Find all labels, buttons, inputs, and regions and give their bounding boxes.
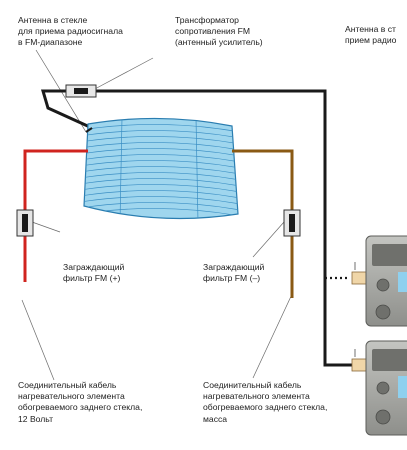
filter-minus-box bbox=[283, 209, 301, 237]
red-wire-12v bbox=[23, 149, 88, 282]
radio-unit-bottom bbox=[365, 340, 407, 436]
leader-transformer bbox=[92, 57, 154, 91]
rear-window-glass bbox=[83, 117, 239, 220]
label-antenna-glass: Антенна в стекле для приема радиосигнала… bbox=[18, 15, 123, 48]
leader-cable-ground bbox=[252, 291, 294, 379]
radio-unit-top bbox=[365, 235, 407, 327]
leader-filter-plus bbox=[31, 221, 61, 233]
radio-connection-dots bbox=[325, 276, 350, 367]
brown-wire-ground bbox=[232, 149, 294, 298]
label-filter-minus: Заграждающий фильтр FM (–) bbox=[203, 262, 265, 284]
label-antenna-right: Антенна в ст прием радио bbox=[345, 24, 397, 46]
label-cable-12v: Соединительный кабель нагревательного эл… bbox=[18, 380, 143, 424]
leader-cable-12v bbox=[21, 299, 55, 381]
leader-filter-minus bbox=[252, 221, 285, 258]
label-filter-plus: Заграждающий фильтр FM (+) bbox=[63, 262, 125, 284]
transformer-box bbox=[65, 84, 97, 98]
filter-plus-box bbox=[16, 209, 34, 237]
label-cable-ground: Соединительный кабель нагревательного эл… bbox=[203, 380, 328, 424]
label-transformer: Трансформатор сопротивления FM (антенный… bbox=[175, 15, 263, 48]
